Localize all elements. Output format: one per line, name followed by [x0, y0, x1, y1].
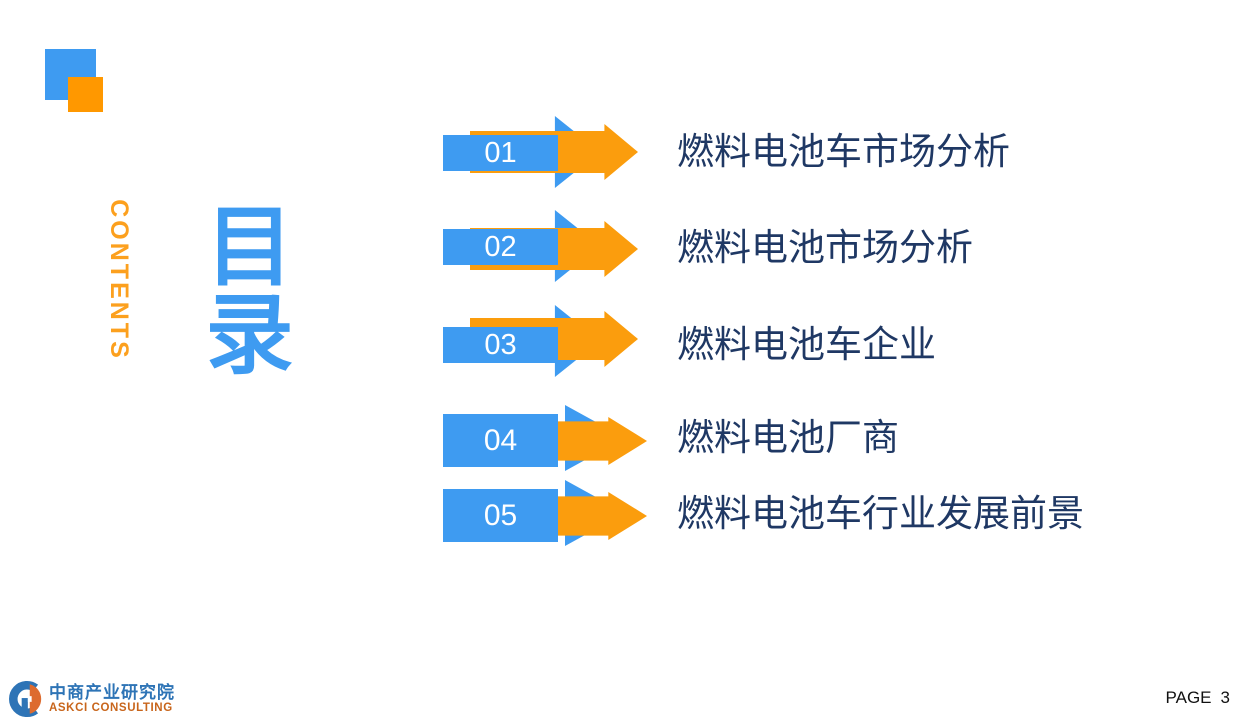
page-number: 3 [1220, 688, 1230, 707]
toc-number-badge: 01 [443, 135, 558, 171]
toc-item-label: 燃料电池厂商 [677, 417, 899, 458]
toc-item-label: 燃料电池车市场分析 [677, 131, 1010, 172]
toc-item-label: 燃料电池车行业发展前景 [677, 493, 1084, 534]
contents-vertical-heading: CONTENTS [105, 199, 133, 361]
arrow-right-icon [557, 492, 647, 540]
logo-name-cn: 中商产业研究院 [49, 683, 175, 702]
toc-title-cn: 目录 [193, 200, 292, 376]
toc-number-badge: 05 [443, 489, 558, 542]
toc-number-badge: 04 [443, 414, 558, 467]
logo-name-en: ASKCI CONSULTING [49, 702, 173, 714]
toc-item-label: 燃料电池市场分析 [677, 227, 973, 268]
askci-logo: 中商产业研究院 ASKCI CONSULTING [6, 680, 175, 718]
page-indicator: PAGE 3 [1166, 688, 1230, 708]
toc-number-badge: 02 [443, 229, 558, 265]
page-label: PAGE [1165, 688, 1212, 707]
toc-item-label: 燃料电池车企业 [677, 324, 936, 365]
deco-square-orange [68, 77, 103, 112]
toc-number-badge: 03 [443, 327, 558, 363]
arrow-right-icon [557, 417, 647, 465]
askci-logo-icon [9, 680, 42, 718]
